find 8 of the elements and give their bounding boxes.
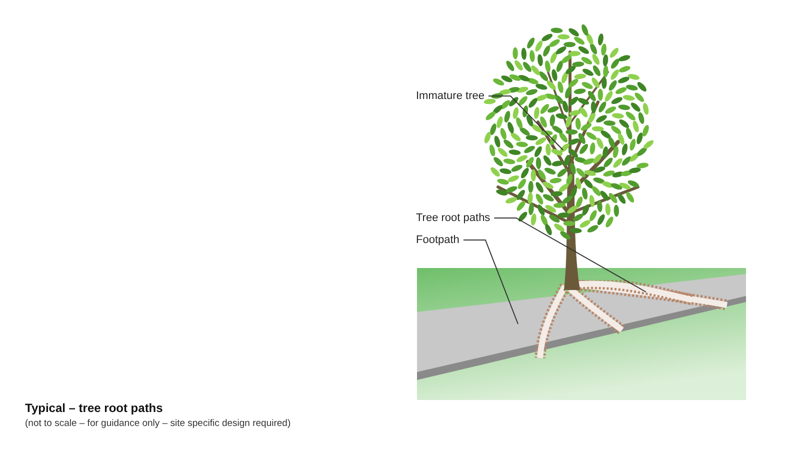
leader-line xyxy=(494,218,646,292)
leader-line xyxy=(462,240,518,324)
diagram-title: Typical – tree root paths xyxy=(25,401,163,415)
callout-label: Tree root paths xyxy=(416,212,490,224)
caption: (not to scale – for guidance only – site specific design required) xyxy=(25,418,291,429)
callout-label: Footpath xyxy=(416,234,460,246)
leader-line xyxy=(488,96,564,150)
callout-label: Immature tree xyxy=(416,90,484,102)
